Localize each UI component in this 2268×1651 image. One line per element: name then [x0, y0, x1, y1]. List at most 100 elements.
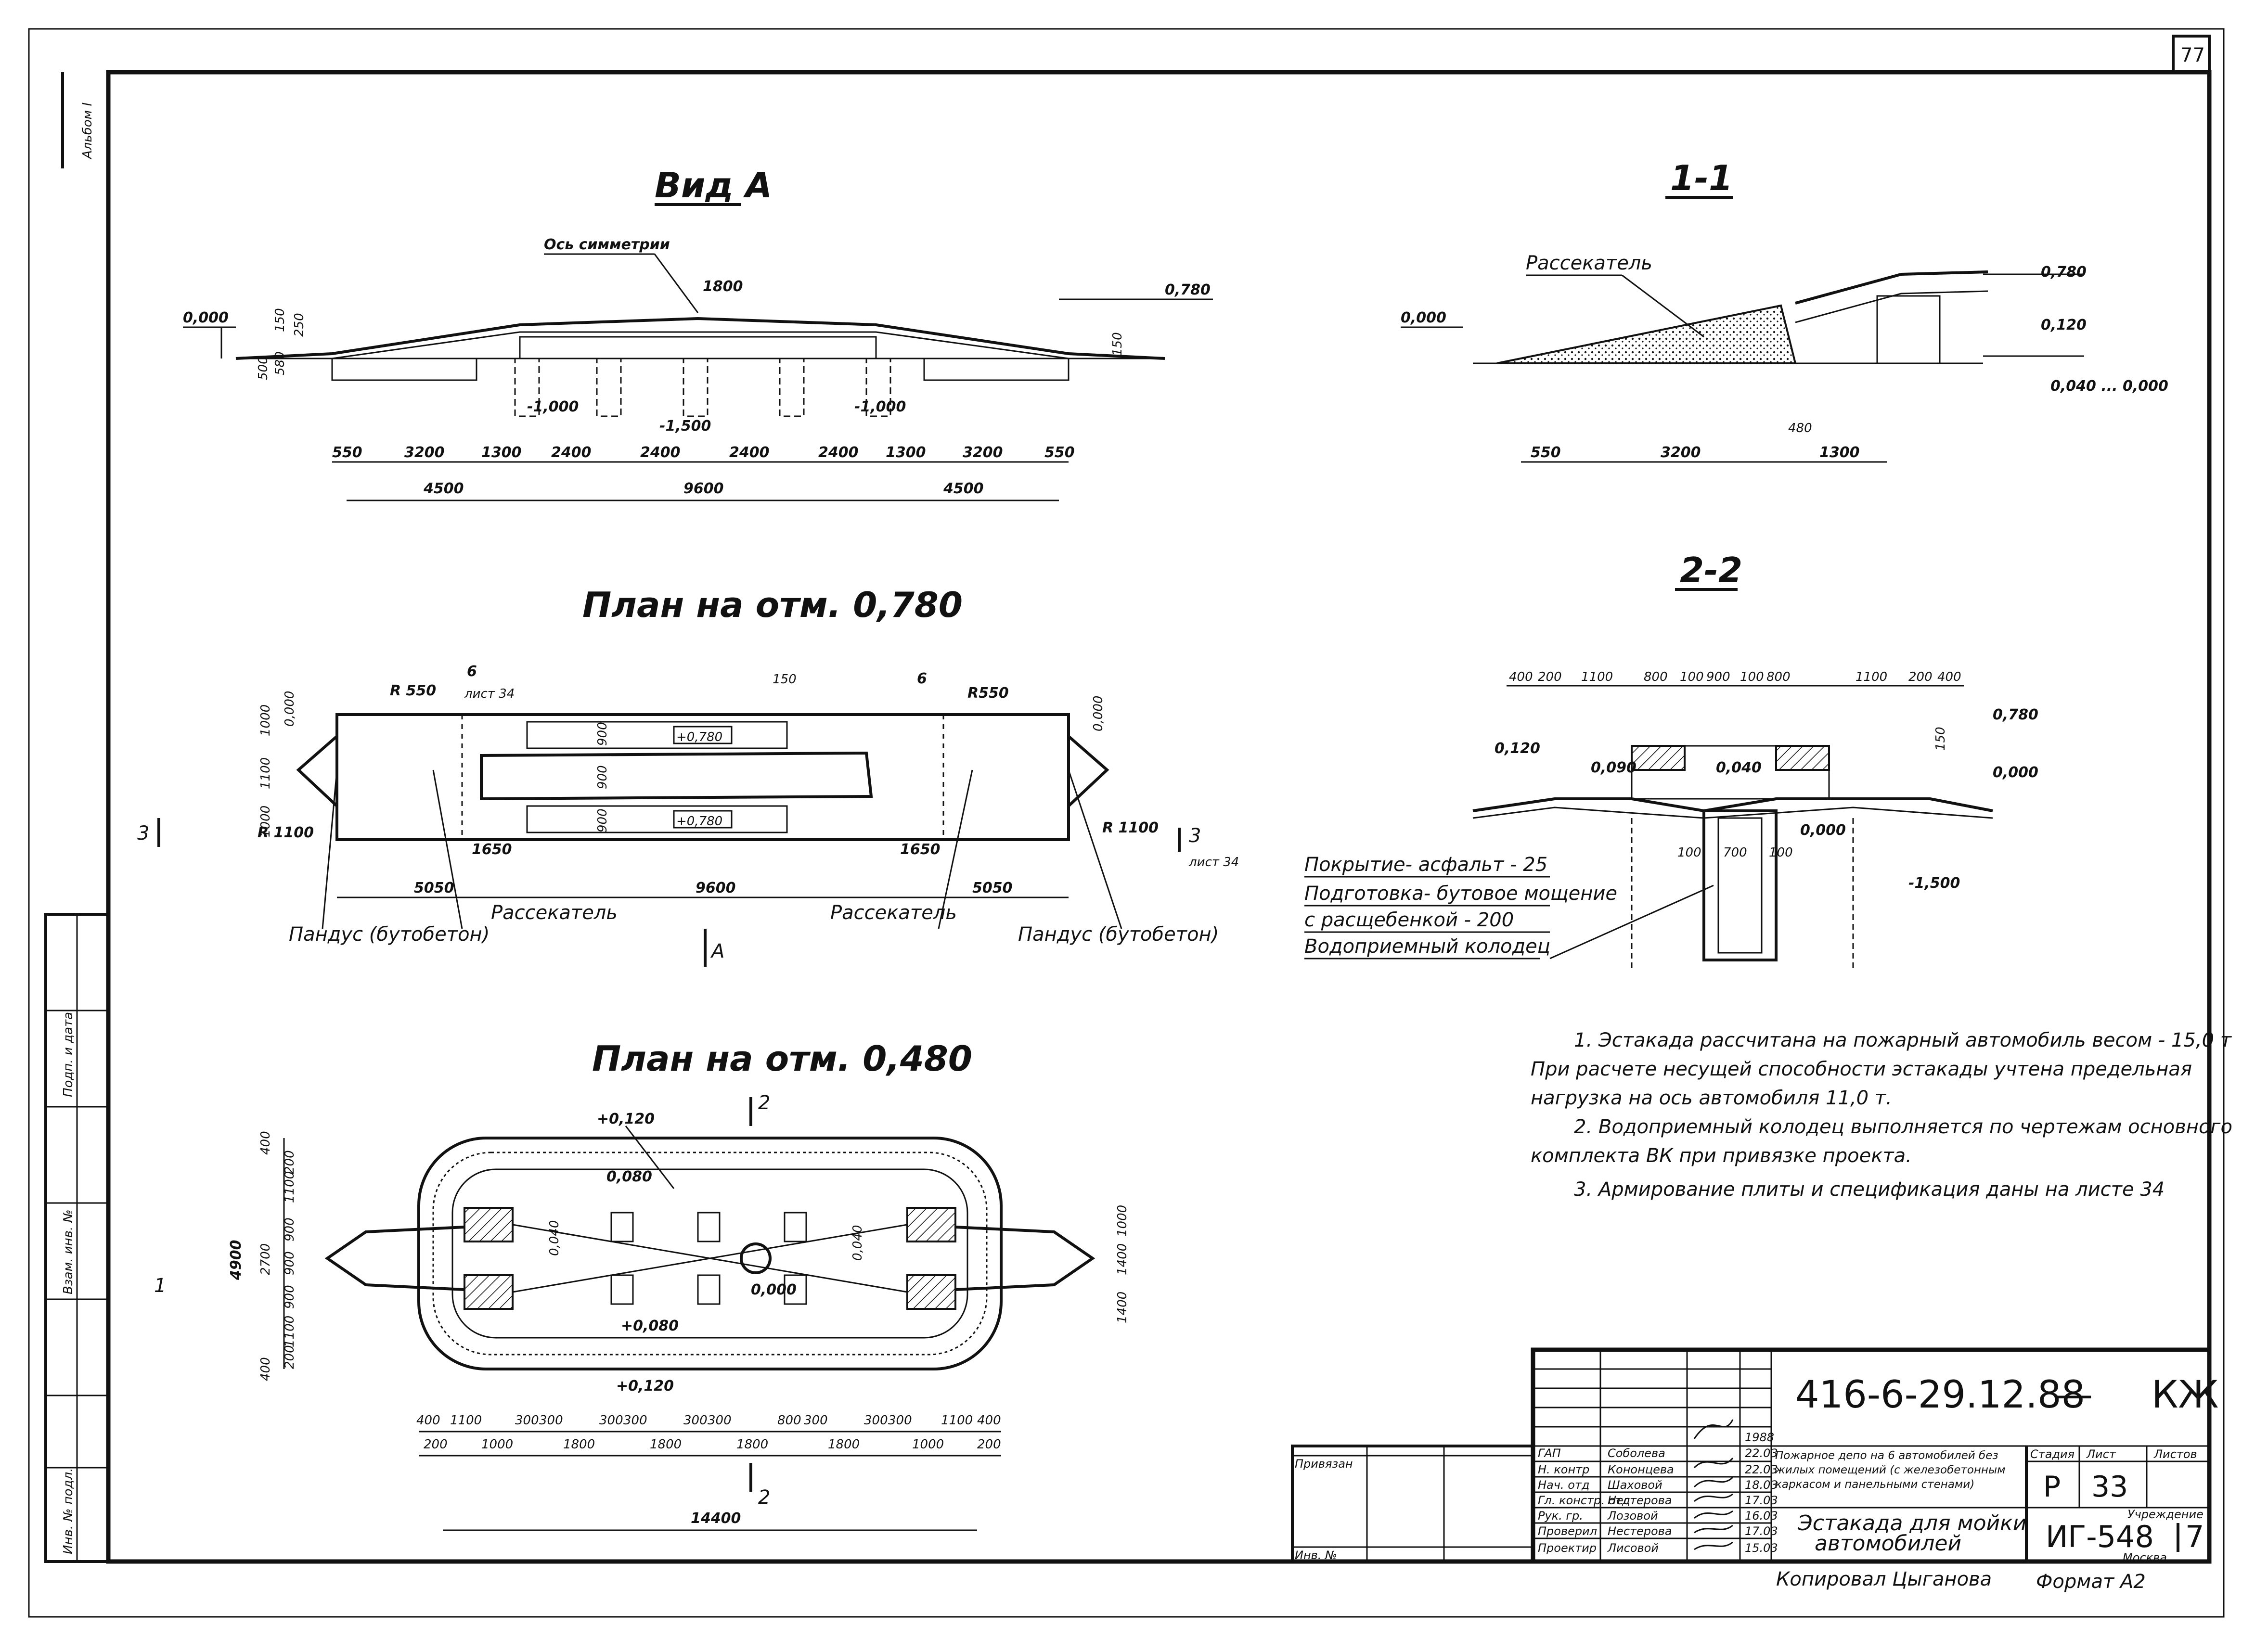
dim: 400 — [1509, 670, 1533, 684]
p780-ld-1000b: 1000 — [258, 806, 273, 837]
dim: 200 — [977, 1437, 1001, 1452]
va-dim-250: 250 — [292, 313, 307, 337]
dim: 300 — [804, 1413, 828, 1428]
dim: 400 — [258, 1131, 273, 1155]
tb-city: Москва — [2123, 1551, 2167, 1564]
note-line-5: комплекта ВК при привязке проекта. — [1531, 1145, 1912, 1167]
s22-top-dims: 400 200 1100 800 100 900 100 800 1100 20… — [1509, 670, 1961, 684]
p780-lvl-b: +0,780 — [676, 814, 722, 829]
p780-r550b: R550 — [967, 685, 1009, 702]
dim: 300 — [515, 1413, 539, 1428]
dim: 300 — [888, 1413, 912, 1428]
note-line-4: 2. Водоприемный колодец выполняется по ч… — [1574, 1116, 2232, 1138]
s11-dim-1300: 1300 — [1819, 444, 1860, 461]
tb-signatures: ГАП Соболева 22.03 Н. контр Кононцева 22… — [1538, 1446, 1778, 1555]
strip-label-3: Инв. № подл. — [61, 1468, 76, 1554]
p780-bd-5050a: 5050 — [414, 880, 454, 896]
p780-md-900a: 900 — [595, 722, 610, 746]
s22-well-700: 700 — [1723, 845, 1747, 860]
va-level-0000: 0,000 — [183, 309, 229, 326]
layer-label: Водоприемный колодец — [1304, 935, 1550, 958]
dim: 400 — [1937, 670, 1961, 684]
tb-name: Соболева — [1608, 1446, 1665, 1460]
signature-mark — [1694, 1493, 1733, 1502]
tb-role: Н. контр — [1538, 1463, 1589, 1476]
tb-date: 22.03 — [1745, 1446, 1778, 1460]
tb-sheet-h: Лист — [2086, 1447, 2116, 1461]
tb-sheet-title-1: Эстакада для мойки — [1797, 1511, 2026, 1536]
tb-role: Рук. гр. — [1538, 1509, 1583, 1523]
va-dim-580: 580 — [273, 351, 287, 375]
dim: 300 — [539, 1413, 563, 1428]
dim: 200 — [1538, 670, 1562, 684]
section-1-1: 1-1 Рассекатель 0,000 0,780 0,120 0,040 … — [1401, 158, 2168, 463]
notes: 1. Эстакада рассчитана на пожарный автом… — [1531, 1029, 2232, 1201]
p780-bd-9600: 9600 — [696, 880, 736, 896]
dim: 300 — [623, 1413, 647, 1428]
tb-date: 22.03 — [1745, 1463, 1778, 1476]
dim: 1100 — [283, 1316, 297, 1347]
strip-label-1: Взам. инв. № — [61, 1209, 76, 1294]
s11-level-0040: 0,040 ... 0,000 — [2050, 378, 2168, 395]
p780-arrow-a: А — [710, 940, 724, 962]
dim: 100 — [1740, 670, 1764, 684]
p480-right-dims: 1000 1400 1400 — [1115, 1205, 1130, 1323]
dim: 1100 — [283, 1171, 297, 1203]
tb-name: Кононцева — [1608, 1463, 1674, 1476]
tb-role: Нач. отд — [1538, 1478, 1589, 1492]
dim: 300 — [599, 1413, 623, 1428]
va-dims-row1: 550 3200 1300 2400 2400 2400 2400 1300 3… — [332, 444, 1075, 461]
va-level-0780: 0,780 — [1165, 282, 1211, 298]
page-number-box — [2172, 35, 2211, 74]
album-label: Альбом I — [80, 102, 95, 160]
tb-stage: Р — [2043, 1470, 2061, 1504]
tb-role: Гл. констр. отд — [1538, 1494, 1630, 1507]
p480-sec-marker-top: 2 — [758, 1092, 770, 1114]
format-label: Формат А2 — [2036, 1571, 2146, 1593]
va-dim-150r: 150 — [1110, 332, 1125, 356]
s11-level-0120: 0,120 — [2041, 317, 2087, 333]
left-strip: Альбом I Взам. инв. № Подп. и дата Инв. … — [44, 72, 110, 1563]
tb-inv: Инв. № — [1295, 1549, 1337, 1562]
p480-overall: 14400 — [691, 1510, 741, 1527]
dim: 200 — [283, 1150, 297, 1174]
va-level-m1000a: -1,000 — [527, 398, 579, 415]
p780-callout-6b: 6 — [917, 670, 927, 687]
tb-date: 15.03 — [1745, 1541, 1778, 1555]
va-dim-1800: 1800 — [703, 278, 743, 295]
view-a-title: Вид А — [655, 165, 772, 205]
dim: 400 — [258, 1357, 273, 1381]
s22-lvl-0000a: 0,000 — [1993, 764, 2038, 781]
tb-code: 416-6-29.12.88 — [1795, 1373, 2085, 1417]
signature-mark — [1694, 1510, 1733, 1519]
tb-sheet: 33 — [2091, 1470, 2128, 1504]
p780-r1100a: R 1100 — [258, 824, 314, 841]
dim: 1000 — [1115, 1205, 1130, 1237]
dim: 2400 — [551, 444, 592, 461]
note-line-1: 1. Эстакада рассчитана на пожарный автом… — [1574, 1029, 2232, 1051]
dim: 2400 — [640, 444, 681, 461]
signature-mark — [1693, 1419, 1734, 1439]
strip-label-2: Подп. и дата — [61, 1012, 76, 1097]
layer-label: Покрытие- асфальт - 25 — [1304, 854, 1547, 876]
tb-org-num: 7 — [2185, 1519, 2204, 1554]
s22-dim-150: 150 — [1933, 727, 1948, 751]
s22-lvl-0780: 0,780 — [1993, 706, 2038, 723]
dim: 3200 — [963, 444, 1003, 461]
p780-leader-rass-b: Рассекатель — [830, 902, 957, 924]
tb-date: 17.03 — [1745, 1524, 1778, 1538]
dim: 1100 — [941, 1413, 973, 1428]
dim: 200 — [283, 1345, 297, 1369]
plan-780-title: План на отм. 0,780 — [582, 585, 963, 625]
tb-sheet-title-2: автомобилей — [1815, 1531, 1961, 1556]
tb-project-title: Пожарное депо на 6 автомобилей без жилых… — [1775, 1449, 2006, 1491]
plan-780: План на отм. 0,780 +0,780 +0,780 R 550 R… — [137, 585, 1239, 967]
p480-lvl-0040b: 0,040 — [850, 1225, 865, 1261]
va-level-m1500: -1,500 — [659, 418, 711, 435]
p780-r1100b: R 1100 — [1102, 819, 1159, 836]
dim: 1400 — [1115, 1243, 1130, 1275]
dim-overall-left: 4900 — [228, 1240, 245, 1281]
p780-leader-pandus-b: Пандус (бутобетон) — [1018, 923, 1219, 946]
tb-date: 16.03 — [1745, 1509, 1778, 1523]
dim: 550 — [332, 444, 362, 461]
